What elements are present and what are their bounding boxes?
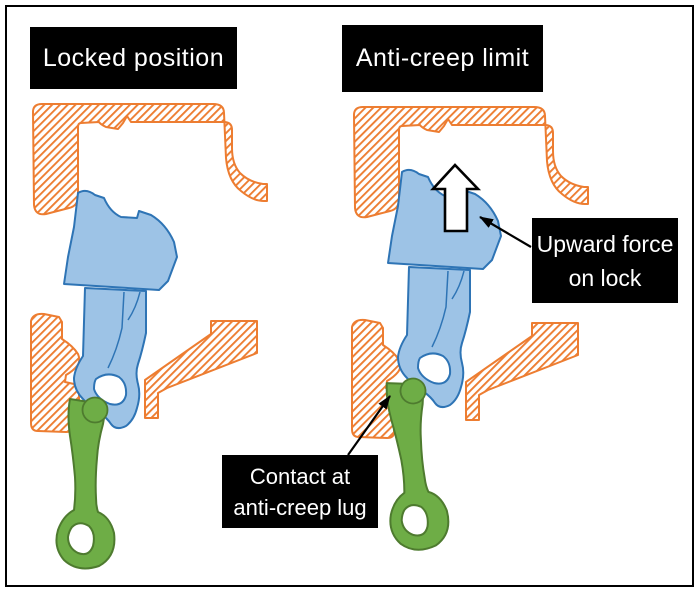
up-arrow-icon xyxy=(430,163,482,233)
upward-force-pointer-line xyxy=(479,216,532,248)
contact-callout-line2: anti-creep lug xyxy=(233,494,367,520)
upward-force-callout: Upward force on lock xyxy=(532,218,678,303)
upward-force-callout-line1: Upward force xyxy=(536,230,674,257)
contact-callout: Contact at anti-creep lug xyxy=(222,455,378,528)
contact-pointer-line xyxy=(347,395,391,456)
left-panel-title: Locked position xyxy=(30,27,237,89)
panel-anti-creep-limit xyxy=(347,106,589,554)
contact-callout-line1: Contact at xyxy=(249,463,351,489)
right-panel-title: Anti-creep limit xyxy=(342,25,543,92)
upward-force-callout-line2: on lock xyxy=(568,264,642,291)
